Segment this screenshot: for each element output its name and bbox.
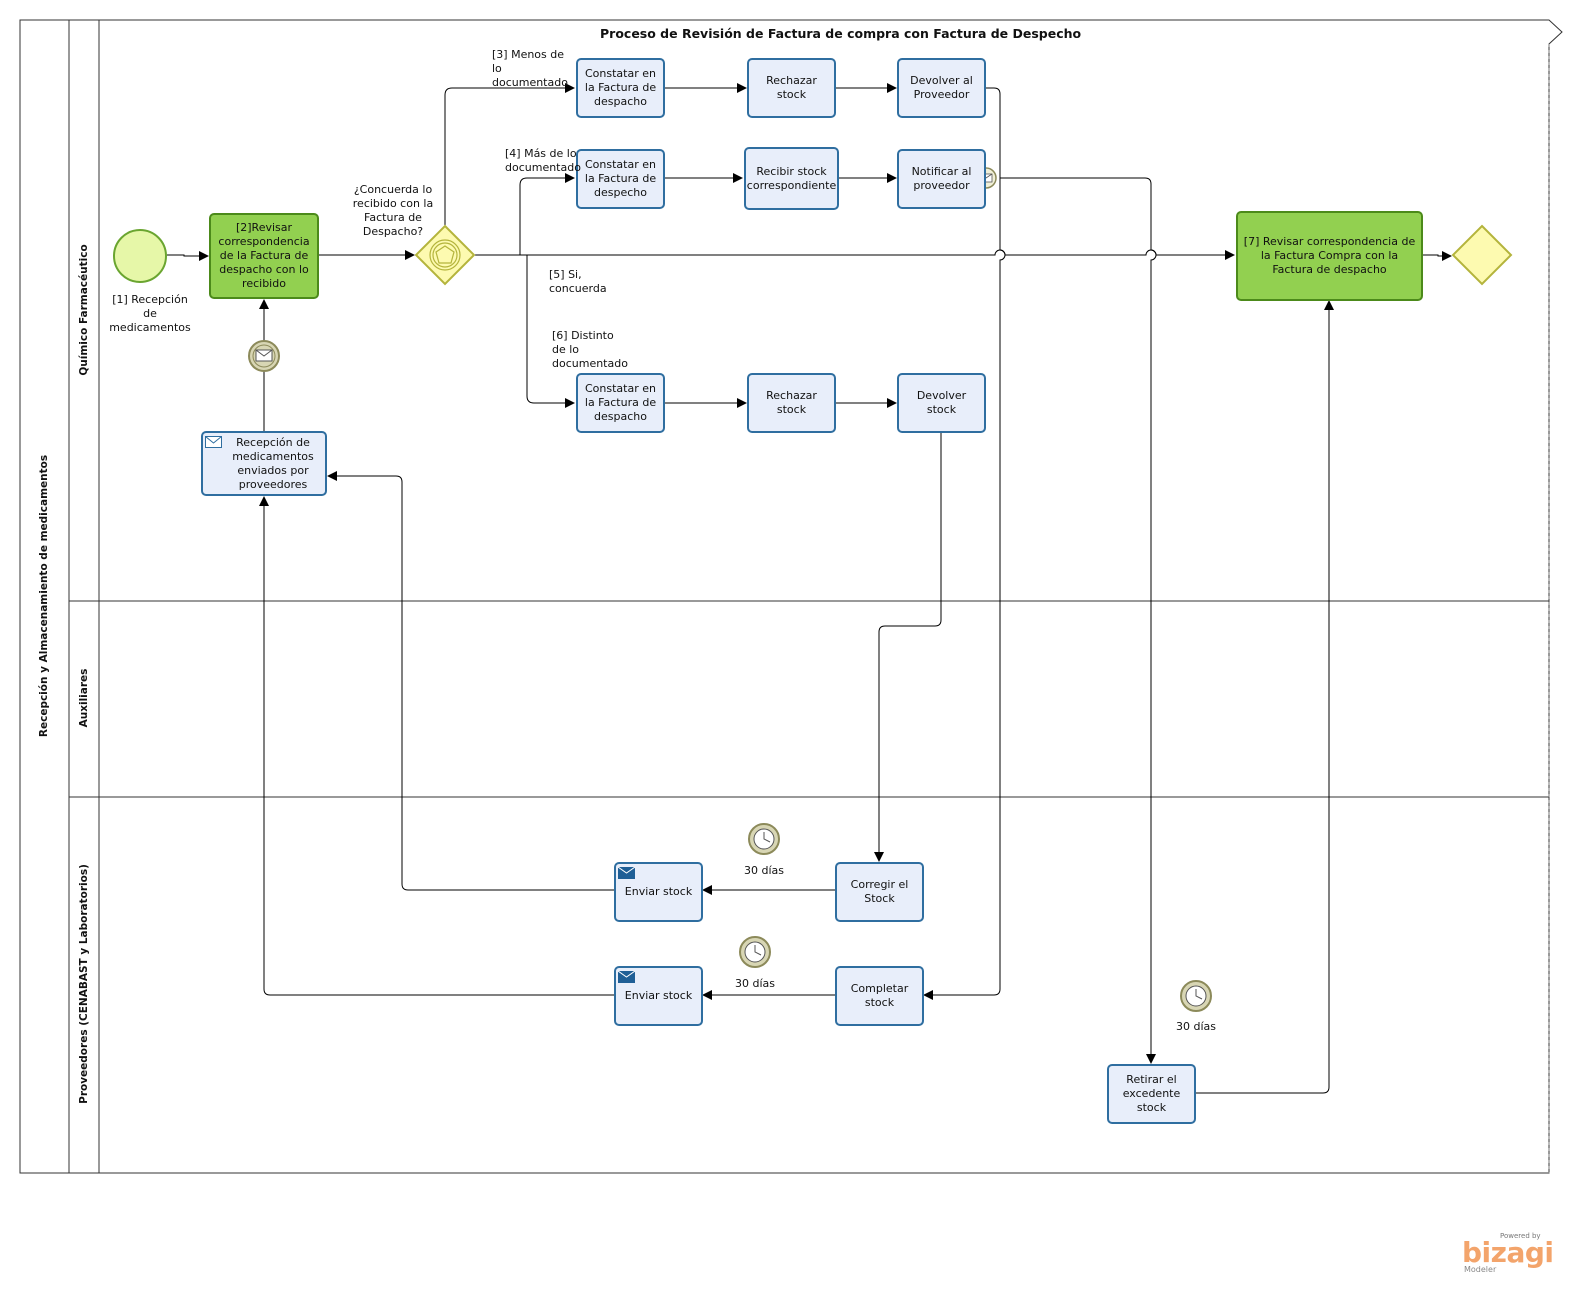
task-corregir-stock[interactable]: Corregir el Stock (835, 862, 924, 922)
message-catch-event (248, 340, 280, 372)
envelope-filled-icon (618, 971, 635, 983)
lane-label-auxiliares: Auxiliares (78, 668, 90, 728)
task-revisar-despacho[interactable]: [2]Revisar correspondencia de la Factura… (209, 213, 319, 299)
timer-label-2: 30 días (734, 977, 775, 990)
brand-logo: bizagi (1462, 1236, 1554, 1269)
lane-label-proveedores: Proveedores (CENABAST y Laboratorios) (78, 864, 90, 1104)
sequence-flows (167, 83, 1452, 1094)
gateway-question: ¿Concuerda lo recibido con la Factura de… (352, 183, 434, 238)
task-rechazar-distinto[interactable]: Rechazar stock (747, 373, 836, 433)
task-devolver-proveedor-label: Devolver al Proveedor (910, 74, 973, 101)
task-rechazar-menos[interactable]: Rechazar stock (747, 58, 836, 118)
timer-label-3: 30 días (1175, 1020, 1216, 1033)
flow-enviar2-to-recepcion (259, 496, 614, 996)
task-enviar-stock-1[interactable]: Enviar stock (614, 862, 703, 922)
task-constatar-mas[interactable]: Constatar en la Factura de despecho (576, 149, 665, 209)
task-retirar-excedente[interactable]: Retirar el excedente stock (1107, 1064, 1196, 1124)
brand-product: Modeler (1464, 1265, 1497, 1274)
envelope-filled-icon (618, 867, 635, 879)
task-devolver-proveedor[interactable]: Devolver al Proveedor (897, 58, 986, 118)
task-rechazar-distinto-label: Rechazar stock (766, 389, 817, 416)
decision-gateway (414, 224, 476, 286)
flow-devolver-to-completar (923, 87, 1006, 1000)
flow-label-distinto: [6] Distinto de lo documentado (552, 329, 628, 370)
timer-event-3 (1180, 980, 1212, 1012)
diagram-title: Proceso de Revisión de Factura de compra… (600, 26, 1082, 41)
task-constatar-distinto[interactable]: Constatar en la Factura de despacho (576, 373, 665, 433)
task-rechazar-menos-label: Rechazar stock (766, 74, 817, 101)
task-revisar-compra-label: [7] Revisar correspondencia de la Factur… (1243, 235, 1416, 276)
flow-gw-menos (444, 83, 575, 226)
envelope-outline-icon (205, 436, 222, 448)
task-enviar-stock-2-label: Enviar stock (624, 989, 693, 1002)
task-enviar-stock-1-label: Enviar stock (624, 885, 693, 898)
flow-label-si: [5] Si, concuerda (549, 268, 607, 295)
task-notificar-proveedor[interactable]: Notificar al proveedor (897, 149, 986, 209)
task-completar-stock[interactable]: Completar stock (835, 966, 924, 1026)
lane-label-quimico: Químico Farmacéutico (78, 244, 90, 376)
task-revisar-compra[interactable]: [7] Revisar correspondencia de la Factur… (1236, 211, 1423, 301)
flow-gw-mas (474, 173, 575, 256)
task-notificar-proveedor-label: Notificar al proveedor (911, 165, 972, 192)
flow-retirar-to-revisar7 (1196, 300, 1334, 1094)
timer-event-1 (748, 823, 780, 855)
task-revisar-despacho-label: [2]Revisar correspondencia de la Factura… (218, 221, 310, 290)
start-event-label: [1] Recepción de medicamentos (109, 293, 191, 334)
task-recibir-stock[interactable]: Recibir stock correspondiente (744, 147, 839, 210)
timer-event-2 (739, 936, 771, 968)
end-gateway (1451, 224, 1513, 286)
task-retirar-excedente-label: Retirar el excedente stock (1122, 1073, 1181, 1114)
task-devolver-stock[interactable]: Devolver stock (897, 373, 986, 433)
task-constatar-menos-label: Constatar en la Factura de despacho (584, 67, 657, 108)
flow-label-mas: [4] Más de lo documentado (505, 147, 581, 174)
start-event (113, 229, 167, 283)
flow-enviar1-to-recepcion (327, 471, 614, 891)
flow-start-to-revisar (167, 251, 209, 261)
task-constatar-menos[interactable]: Constatar en la Factura de despacho (576, 58, 665, 118)
timer-label-1: 30 días (743, 864, 784, 877)
task-recepcion-proveedores-label: Recepción de medicamentos enviados por p… (232, 435, 314, 491)
flow-gw-distinto (520, 254, 575, 408)
task-completar-stock-label: Completar stock (850, 982, 909, 1009)
flow-label-menos: [3] Menos de lo documentado (492, 48, 568, 89)
flow-notificar-to-retirar (1000, 177, 1157, 1064)
task-recibir-stock-label: Recibir stock correspondiente (746, 164, 837, 192)
flow-gw-si (474, 249, 1235, 260)
task-constatar-mas-label: Constatar en la Factura de despecho (584, 158, 657, 199)
task-constatar-distinto-label: Constatar en la Factura de despacho (584, 382, 657, 423)
flow-devolver-to-corregir (874, 433, 942, 862)
brand-powered: Powered by (1500, 1232, 1541, 1240)
task-devolver-stock-label: Devolver stock (916, 389, 967, 416)
flow-revisar7-to-end (1423, 251, 1452, 261)
pool-label: Recepción y Almacenamiento de medicament… (38, 454, 50, 738)
task-corregir-stock-label: Corregir el Stock (850, 878, 909, 905)
